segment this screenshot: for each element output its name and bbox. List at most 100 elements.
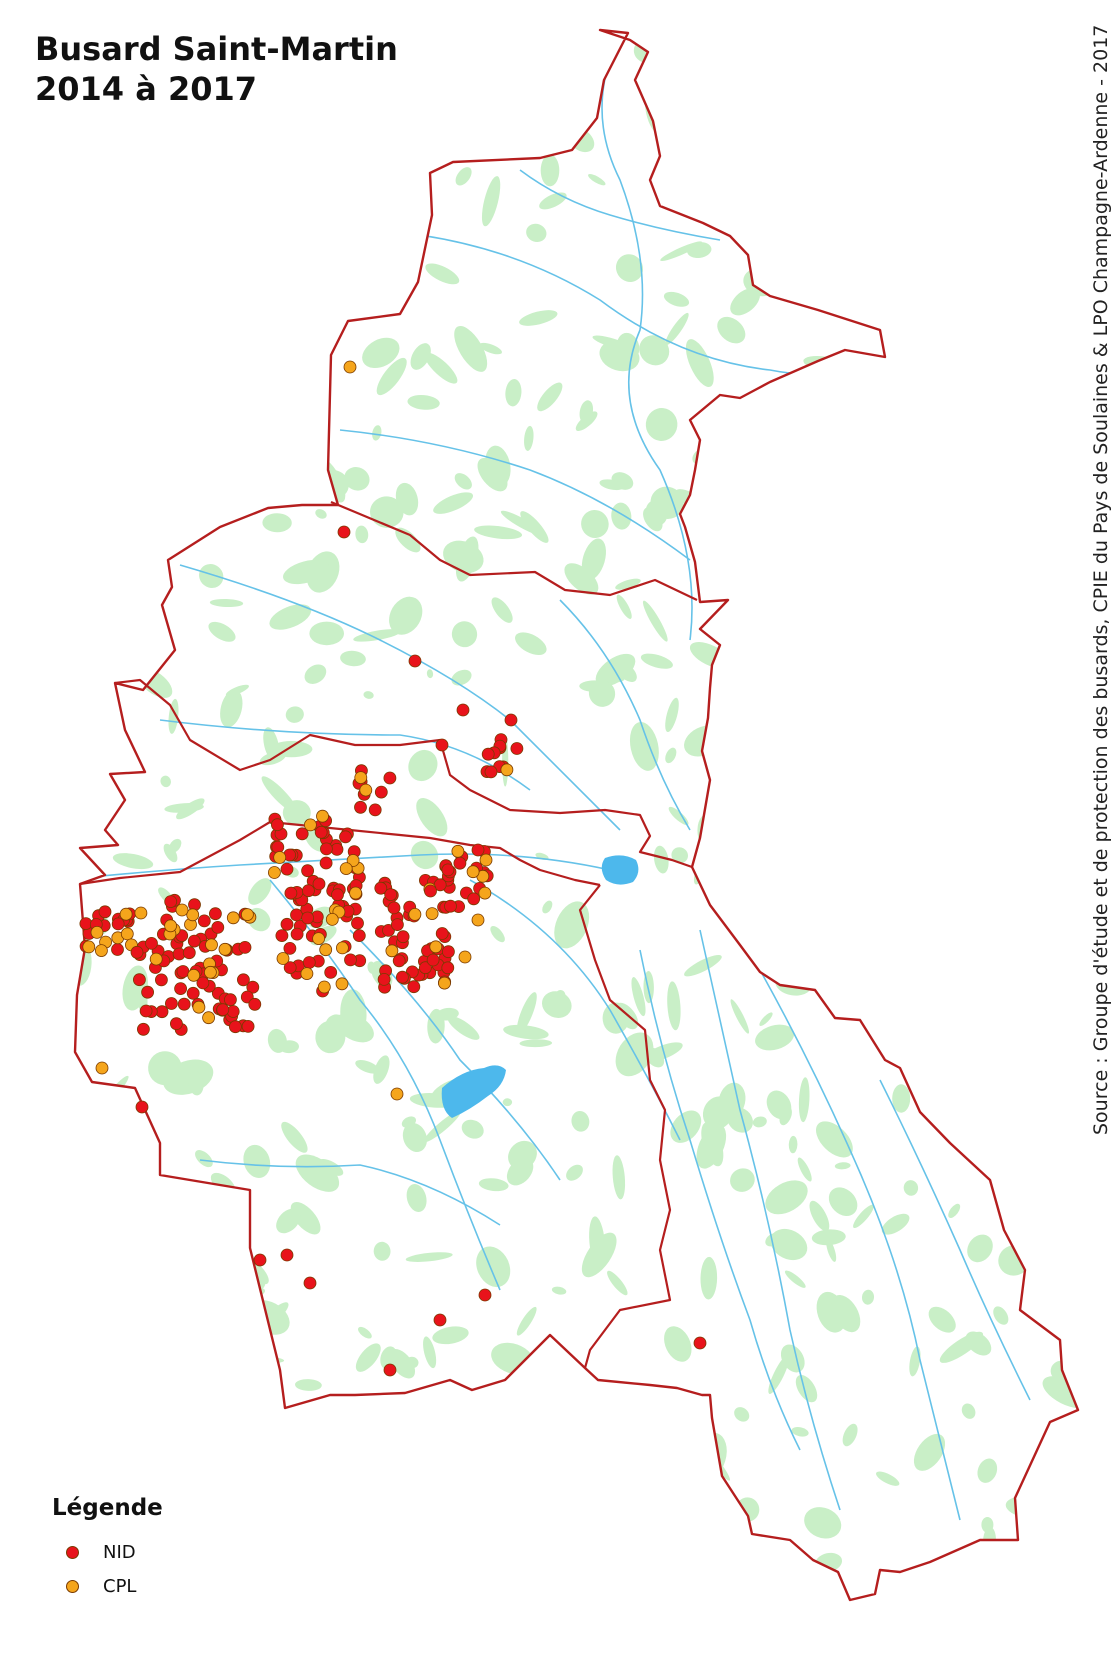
forest-patch <box>663 291 690 307</box>
nid-point <box>481 747 495 761</box>
forest-patch <box>542 900 553 914</box>
forest-patch <box>892 1084 911 1113</box>
cpl-point <box>120 927 134 941</box>
nid-point <box>441 863 455 877</box>
cpl-point <box>95 1061 109 1075</box>
cpl-point <box>500 763 514 777</box>
forest-patch <box>615 578 641 590</box>
nid-point <box>504 713 518 727</box>
forest-patch <box>416 798 448 837</box>
forest-patch <box>909 1346 921 1377</box>
cpl-point <box>478 886 492 900</box>
nid-point <box>435 738 449 752</box>
forest-patch <box>755 1024 795 1051</box>
forest-patch <box>665 697 679 733</box>
forest-patch <box>730 1168 755 1192</box>
cpl-point <box>300 967 314 980</box>
forest-patch <box>853 1204 874 1229</box>
nid-point <box>301 864 315 878</box>
forest-patch <box>645 500 668 526</box>
forest-patch <box>220 689 243 728</box>
nid-point <box>395 970 409 984</box>
cpl-point <box>438 976 451 990</box>
nid-point <box>176 965 190 978</box>
forest-patch <box>451 621 478 648</box>
cpl-point <box>458 950 472 964</box>
forest-patch <box>804 1507 842 1539</box>
lake-layer <box>441 855 639 1118</box>
forest-patch <box>589 1216 606 1268</box>
nid-dot-icon <box>66 1545 79 1559</box>
nid-point <box>182 946 196 960</box>
forest-patch <box>281 1121 308 1153</box>
forest-patch <box>279 1040 299 1054</box>
nid-point <box>339 830 352 844</box>
forest-patch <box>485 445 511 486</box>
forest-patch <box>686 242 712 259</box>
nid-point <box>187 934 201 948</box>
forest-patch <box>928 1306 956 1333</box>
cpl-point <box>276 952 290 965</box>
forest-patch <box>402 1122 427 1153</box>
forest-patch <box>537 382 563 412</box>
forest-patch <box>481 176 501 227</box>
nid-point <box>368 803 382 817</box>
department-border <box>330 500 698 601</box>
forest-patch <box>612 1155 626 1200</box>
nid-point <box>280 1248 294 1262</box>
nid-point <box>295 827 309 841</box>
cpl-point <box>316 809 329 823</box>
forest-patch <box>588 174 606 186</box>
forest-patch <box>642 1042 683 1063</box>
forest-patch <box>961 1403 976 1419</box>
nid-point <box>216 1003 230 1017</box>
forest-patch <box>407 394 440 410</box>
forest-patch <box>765 1232 782 1247</box>
nid-point <box>319 842 333 856</box>
cpl-point <box>226 911 240 925</box>
nid-point <box>211 921 225 934</box>
forest-patch <box>566 1164 583 1181</box>
forest-patch <box>667 981 681 1031</box>
nid-point <box>197 914 211 928</box>
river-segment <box>199 1159 501 1226</box>
nid-point <box>424 884 437 898</box>
forest-patch <box>616 594 632 619</box>
cpl-point <box>90 926 104 939</box>
forest-patch <box>599 479 625 491</box>
forest-patch <box>340 650 366 667</box>
forest-patch <box>148 1051 182 1086</box>
forest-patch <box>389 596 423 635</box>
nid-point <box>136 1022 150 1036</box>
river-segment <box>639 949 801 1451</box>
forest-patch <box>474 525 523 540</box>
nid-point <box>324 966 338 979</box>
nid-point <box>441 945 455 959</box>
nid-point <box>132 973 146 987</box>
cpl-point <box>466 865 480 879</box>
river-segment <box>179 564 621 831</box>
nid-point <box>337 525 351 539</box>
department-border <box>79 820 601 887</box>
river-segment <box>759 969 961 1521</box>
forest-patch <box>208 621 236 642</box>
forest-patch <box>788 1135 798 1154</box>
river-segment <box>159 719 531 791</box>
forest-patch <box>718 1082 746 1119</box>
nid-point <box>223 993 237 1007</box>
forest-patch <box>263 1302 289 1326</box>
nid-point <box>271 840 285 854</box>
cpl-point <box>390 1087 404 1101</box>
cpl-point <box>479 853 493 867</box>
nid-point <box>396 930 410 944</box>
cpl-point <box>134 906 148 920</box>
forest-patch <box>401 1116 417 1128</box>
region-outline <box>73 28 1080 1602</box>
nid-point <box>331 888 344 902</box>
forest-patch <box>768 1354 790 1394</box>
nid-point <box>387 901 401 915</box>
forest-patch <box>752 1116 767 1128</box>
cpl-point <box>203 965 217 979</box>
nid-point <box>314 825 328 839</box>
forest-patch <box>696 1124 727 1169</box>
